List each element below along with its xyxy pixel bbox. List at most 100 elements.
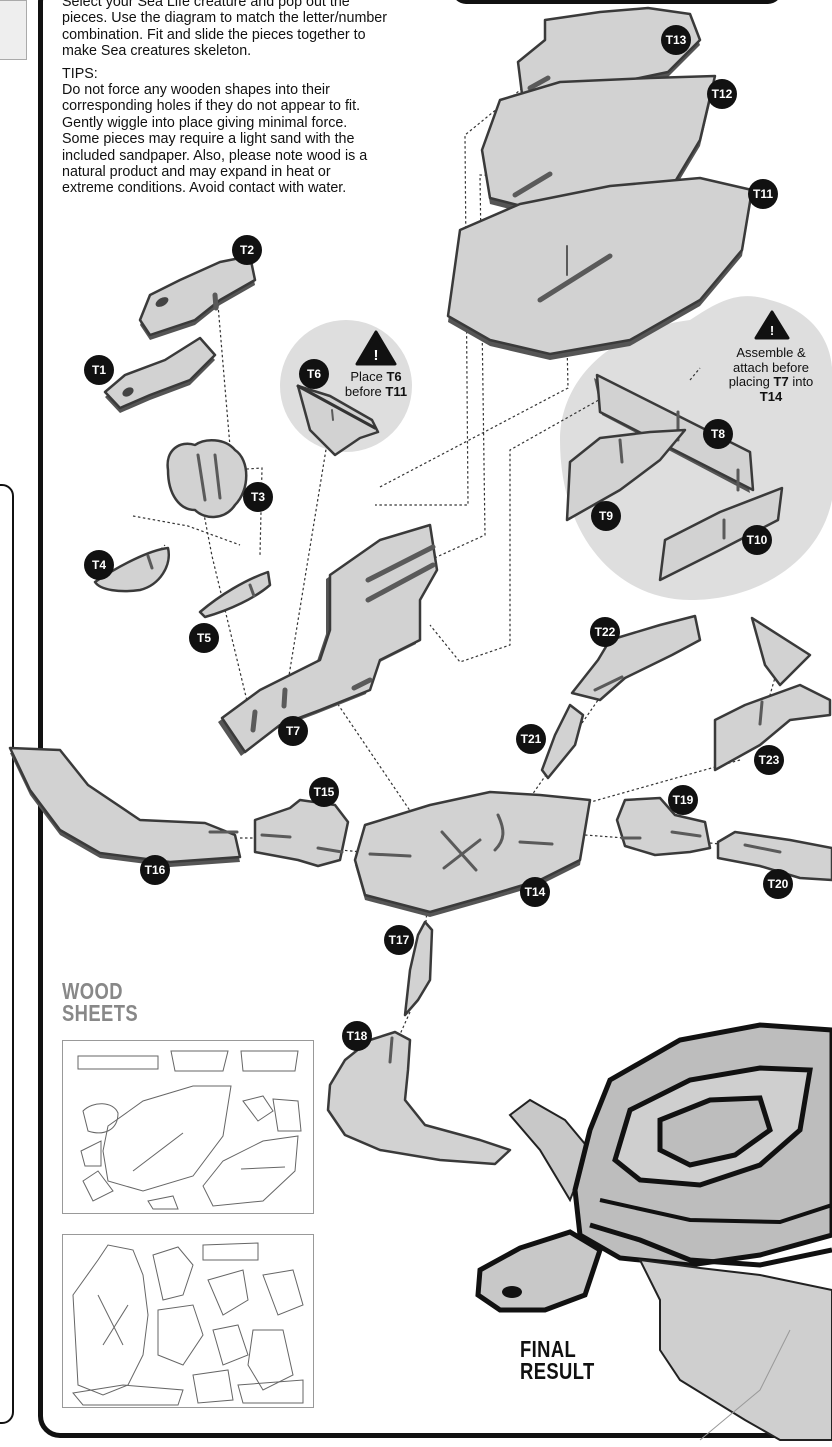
guide-line bbox=[284, 424, 331, 701]
page-edge-thumbnail bbox=[0, 0, 27, 60]
wood-sheet-1 bbox=[62, 1040, 314, 1214]
note-text: Place bbox=[350, 369, 383, 384]
piece-t18 bbox=[326, 1030, 512, 1166]
piece-t6 bbox=[296, 384, 380, 457]
badge-t19: T19 bbox=[668, 785, 698, 815]
piece-t7 bbox=[220, 523, 439, 754]
badge-t12: T12 bbox=[707, 79, 737, 109]
warning-icon: ! bbox=[754, 310, 790, 340]
wood-sheets-heading: WOOD SHEETS bbox=[62, 978, 139, 1026]
assembly-instructions: Select your Sea Life creature and pop ou… bbox=[62, 0, 452, 203]
badge-t13: T13 bbox=[661, 25, 691, 55]
badge-t10: T10 bbox=[742, 525, 772, 555]
badge-label-t14: T14 bbox=[525, 885, 546, 899]
wood-sheets-line: SHEETS bbox=[62, 1000, 139, 1026]
t7-assembly-note: Assemble & attach before placing T7 into… bbox=[712, 345, 830, 404]
guide-line bbox=[429, 387, 621, 663]
badge-t16: T16 bbox=[140, 855, 170, 885]
tips-text: Do not force any wooden shapes into thei… bbox=[62, 82, 452, 197]
badge-label-t5: T5 bbox=[197, 631, 211, 645]
piece-t17 bbox=[403, 920, 434, 1017]
badge-label-t4: T4 bbox=[92, 558, 106, 572]
badge-label-t11: T11 bbox=[753, 187, 773, 201]
piece-t1 bbox=[103, 336, 217, 410]
note-text: before bbox=[344, 383, 382, 399]
intro-line: make Sea creatures skeleton. bbox=[62, 43, 252, 60]
note-text: attach before bbox=[733, 359, 809, 375]
piece-t9 bbox=[565, 428, 687, 522]
piece-t15 bbox=[253, 798, 350, 868]
final-result-line: RESULT bbox=[520, 1358, 595, 1384]
piece-t14 bbox=[353, 790, 592, 914]
piece-t22 bbox=[570, 614, 702, 702]
badge-label-t16: T16 bbox=[145, 863, 166, 877]
wood-sheet-2-outline bbox=[72, 1242, 304, 1406]
final-result-heading: FINAL RESULT bbox=[520, 1338, 595, 1384]
badge-t18: T18 bbox=[342, 1021, 372, 1051]
badge-t8: T8 bbox=[703, 419, 733, 449]
wood-sheets-line: WOOD bbox=[62, 978, 123, 1004]
intro-line: pieces. Use the diagram to match the let… bbox=[62, 10, 388, 27]
note-text: into bbox=[792, 374, 814, 389]
badge-t9: T9 bbox=[591, 501, 621, 531]
tips-line: Some pieces may require a light sand wit… bbox=[62, 131, 355, 148]
badge-label-t18: T18 bbox=[347, 1029, 368, 1043]
badge-t23: T23 bbox=[754, 745, 784, 775]
warning-symbol: ! bbox=[374, 347, 379, 364]
guide-line bbox=[217, 304, 263, 556]
note-piece: T7 bbox=[773, 374, 789, 389]
final-result-model bbox=[475, 1022, 832, 1441]
intro-line: Select your Sea Life creature and pop ou… bbox=[62, 0, 350, 10]
badge-t15: T15 bbox=[309, 777, 339, 807]
badge-label-t23: T23 bbox=[759, 753, 780, 767]
piece-t19 bbox=[615, 796, 712, 857]
badge-label-t7: T7 bbox=[286, 724, 300, 738]
badge-label-t6: T6 bbox=[307, 367, 321, 381]
badge-label-t1: T1 bbox=[92, 363, 106, 377]
piece-t11 bbox=[446, 176, 754, 356]
warning-icon: ! bbox=[355, 330, 397, 366]
badge-label-t2: T2 bbox=[240, 243, 254, 257]
intro-line: combination. Fit and slide the pieces to… bbox=[62, 26, 366, 43]
badge-t3: T3 bbox=[243, 482, 273, 512]
piece-t23 bbox=[713, 683, 832, 772]
badge-label-t15: T15 bbox=[314, 785, 335, 799]
badge-t6: T6 bbox=[299, 359, 329, 389]
intro-text: Select your Sea Life creature and pop ou… bbox=[62, 0, 452, 60]
note-text: Assemble & bbox=[736, 345, 806, 360]
badge-label-t3: T3 bbox=[251, 490, 265, 504]
tips-heading: TIPS: bbox=[62, 65, 98, 82]
badge-t5: T5 bbox=[189, 623, 219, 653]
piece-t21 bbox=[540, 703, 585, 780]
wood-sheet-2 bbox=[62, 1234, 314, 1408]
tips-line: Gently wiggle into place giving minimal … bbox=[62, 114, 348, 131]
badge-label-t9: T9 bbox=[599, 509, 613, 523]
guide-line bbox=[392, 1011, 411, 1051]
instruction-frame bbox=[38, 0, 832, 1438]
badge-t17: T17 bbox=[384, 925, 414, 955]
badge-label-t20: T20 bbox=[768, 877, 789, 891]
badge-t21: T21 bbox=[516, 724, 546, 754]
piece-t3 bbox=[166, 439, 248, 519]
wood-sheet-1-outline bbox=[77, 1050, 302, 1210]
note-piece: T6 bbox=[386, 369, 402, 384]
badge-label-t17: T17 bbox=[389, 933, 410, 947]
badge-t22: T22 bbox=[590, 617, 620, 647]
guide-line bbox=[197, 482, 249, 706]
note-text: placing bbox=[728, 374, 770, 389]
tips-line: corresponding holes if they do not appea… bbox=[62, 98, 361, 115]
badge-t4: T4 bbox=[84, 550, 114, 580]
badge-t14: T14 bbox=[520, 877, 550, 907]
t6-placement-note: Place T6 before T11 bbox=[336, 369, 416, 399]
badge-t7: T7 bbox=[278, 716, 308, 746]
piece-t16 bbox=[8, 746, 242, 864]
badge-label-t13: T13 bbox=[666, 33, 687, 47]
badge-label-t10: T10 bbox=[747, 533, 768, 547]
tips-line: Do not force any wooden shapes into thei… bbox=[62, 82, 330, 99]
badge-label-t21: T21 bbox=[521, 732, 542, 746]
tips-line: extreme conditions. Avoid contact with w… bbox=[62, 180, 347, 197]
badge-label-t22: T22 bbox=[595, 625, 616, 639]
guide-line bbox=[339, 849, 363, 853]
badge-t2: T2 bbox=[232, 235, 262, 265]
badge-label-t19: T19 bbox=[673, 793, 694, 807]
